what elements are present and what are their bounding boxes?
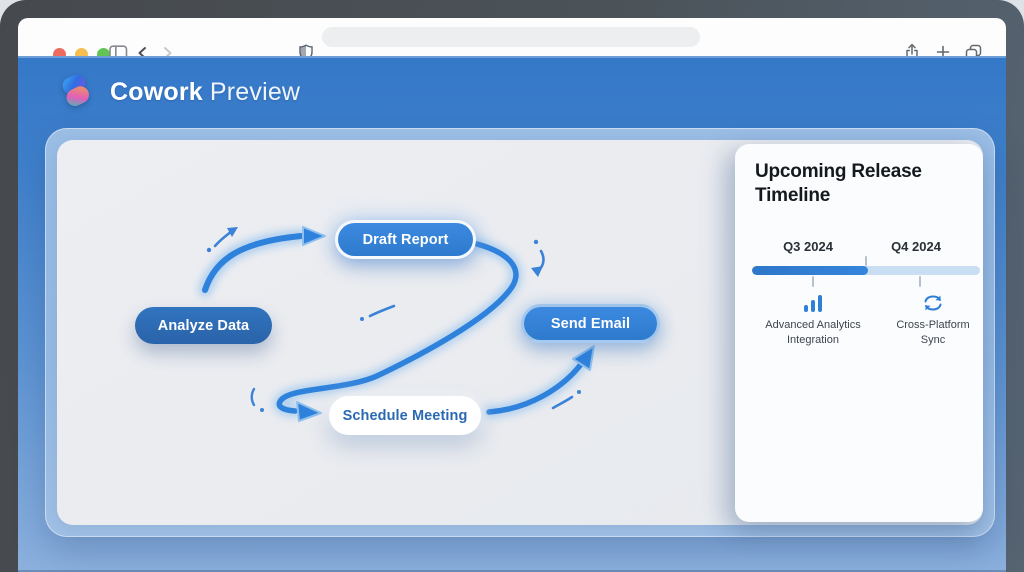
sketch-arrow-up-right-icon — [206, 227, 238, 253]
node-label: Analyze Data — [157, 317, 250, 334]
arrow-draft-to-schedule — [272, 237, 523, 422]
workflow-node-draft-report[interactable]: Draft Report — [335, 220, 476, 259]
bar-chart-icon — [751, 291, 875, 313]
sketch-paren-icon — [250, 387, 264, 412]
sketch-dash-icon — [551, 390, 581, 410]
node-label: Schedule Meeting — [342, 407, 468, 424]
new-tab-icon[interactable] — [936, 45, 950, 59]
feature-advanced-analytics: Advanced Analytics Integration — [751, 291, 875, 347]
timeline-progress-bar — [752, 266, 980, 275]
arrow-analyze-to-draft — [198, 226, 326, 297]
node-label: Send Email — [550, 315, 631, 332]
workflow-arrows — [198, 226, 595, 422]
arrow-schedule-to-send — [482, 345, 595, 419]
timeline-progress-fill — [752, 266, 869, 275]
copilot-logo-icon — [62, 74, 89, 107]
node-label: Draft Report — [362, 231, 449, 248]
sketch-arrow-down-icon — [531, 239, 545, 277]
workflow-node-send-email[interactable]: Send Email — [521, 304, 660, 343]
browser-toolbar — [18, 18, 1006, 61]
timeline-tick — [812, 276, 814, 287]
quarter-label-q4: Q4 2024 — [891, 239, 941, 254]
brand-name: Cowork — [110, 77, 203, 106]
timeline-tick — [865, 256, 867, 266]
brand-mode: Preview — [209, 77, 301, 106]
quarter-label-q3: Q3 2024 — [783, 239, 833, 254]
panel-title: Upcoming Release Timeline — [755, 161, 922, 206]
release-timeline-panel: Upcoming Release Timeline Q3 2024 Q4 202… — [735, 144, 983, 522]
workflow-node-analyze-data[interactable]: Analyze Data — [135, 307, 272, 344]
timeline-tick — [919, 276, 921, 287]
feature-cross-platform-sync: Cross-Platform Sync — [887, 291, 979, 347]
feature-label: Cross-Platform Sync — [896, 319, 970, 346]
content-card: Analyze Data Draft Report Send Email Sch… — [45, 128, 995, 537]
sketch-dash-icon — [360, 304, 396, 321]
feature-label: Advanced Analytics Integration — [765, 319, 861, 346]
address-bar-input[interactable] — [322, 27, 700, 47]
sync-icon — [887, 291, 979, 313]
workflow-node-schedule-meeting[interactable]: Schedule Meeting — [329, 396, 481, 435]
